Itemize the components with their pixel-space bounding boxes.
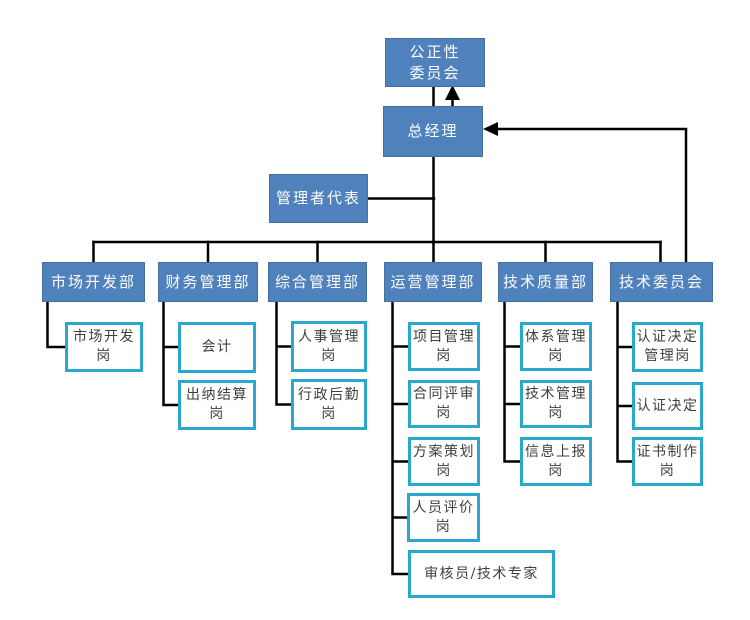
pos-label-line: 合同评审 <box>413 386 475 402</box>
node-label-line: 委员会 <box>409 63 461 82</box>
edge-col-market <box>46 300 67 349</box>
node-management-representative: 管理者代表 <box>269 174 368 223</box>
pos-label-line: 岗 <box>548 405 564 421</box>
pos-project-management-post: 项目管理 岗 <box>408 322 480 371</box>
pos-label-line: 信息上报 <box>525 443 587 460</box>
dept-label: 市场开发部 <box>50 272 136 291</box>
pos-label-line: 行政后勤 <box>298 386 360 403</box>
node-label-line: 公正性 <box>409 42 461 61</box>
dept-market-development: 市场开发部 <box>42 262 145 302</box>
pos-label-line: 岗 <box>321 347 337 364</box>
pos-hr-management-post: 人事管理 岗 <box>291 321 367 372</box>
pos-personnel-evaluation-post: 人员评价 岗 <box>407 493 480 542</box>
pos-certification-decision: 认证决定 <box>632 382 703 430</box>
pos-system-management-post: 体系管理 岗 <box>520 322 592 371</box>
pos-label-line: 认证决定 <box>636 329 699 345</box>
node-label: 管理者代表 <box>275 189 361 207</box>
pos-label-line: 技术管理 <box>525 386 587 402</box>
pos-technology-management-post: 技术管理 岗 <box>520 380 592 428</box>
pos-information-reporting-post: 信息上报 岗 <box>520 437 592 486</box>
pos-label-line: 岗 <box>96 348 112 364</box>
pos-label-line: 出纳结算 <box>186 387 248 403</box>
arrow-up-icon <box>445 85 460 100</box>
pos-cashier-settlement-post: 出纳结算 岗 <box>178 380 256 430</box>
edge-col-techcommittee <box>616 300 634 463</box>
dept-label: 运营管理部 <box>390 272 476 291</box>
dept-tech-quality: 技术质量部 <box>498 262 593 302</box>
edge-department-drops <box>92 240 662 264</box>
pos-label-line: 项目管理 <box>413 328 475 345</box>
pos-contract-review-post: 合同评审 岗 <box>408 380 480 428</box>
edge-col-techquality <box>503 300 522 463</box>
pos-scheme-planning-post: 方案策划 岗 <box>408 437 480 486</box>
node-impartiality-committee: 公正性 委员会 <box>385 38 485 87</box>
pos-label-line: 管理岗 <box>644 348 691 364</box>
pos-label-line: 岗 <box>436 462 452 479</box>
pos-label-line: 方案策划 <box>413 443 475 460</box>
dept-label: 财务管理部 <box>165 272 251 291</box>
edge-col-finance <box>162 300 180 407</box>
pos-label-line: 岗 <box>659 462 676 479</box>
pos-label-line: 岗 <box>436 347 452 364</box>
dept-general-management: 综合管理部 <box>268 262 367 302</box>
pos-label-line: 岗 <box>321 405 337 422</box>
pos-label-line: 认证决定 <box>636 397 699 414</box>
pos-label-line: 体系管理 <box>525 328 587 345</box>
node-general-manager: 总经理 <box>383 106 483 157</box>
pos-market-development-post: 市场开发 岗 <box>65 322 143 372</box>
dept-label: 技术委员会 <box>618 272 704 291</box>
pos-label-line: 证书制作 <box>636 443 699 460</box>
arrow-left-icon <box>483 122 498 136</box>
pos-auditor-technical-expert: 审核员/技术专家 <box>408 550 555 598</box>
pos-label-line: 人事管理 <box>298 328 360 345</box>
dept-label: 技术质量部 <box>502 272 588 291</box>
dept-operations-management: 运营管理部 <box>384 262 482 302</box>
pos-accountant: 会计 <box>178 322 256 373</box>
node-label: 总经理 <box>407 122 459 140</box>
edge-col-operations <box>391 300 410 576</box>
pos-label-line: 岗 <box>548 462 564 479</box>
pos-admin-logistics-post: 行政后勤 岗 <box>291 379 367 430</box>
pos-label-line: 人员评价 <box>412 499 475 516</box>
pos-label-line: 市场开发 <box>73 329 135 345</box>
pos-label-line: 岗 <box>435 518 452 535</box>
pos-label-line: 会计 <box>201 339 233 355</box>
pos-certification-decision-management-post: 认证决定 管理岗 <box>632 322 703 372</box>
dept-tech-committee: 技术委员会 <box>610 262 713 302</box>
pos-label-line: 审核员/技术专家 <box>424 565 539 582</box>
edge-techcommittee-to-gm <box>495 127 688 264</box>
dept-finance-management: 财务管理部 <box>158 262 258 302</box>
pos-label-line: 岗 <box>209 406 225 422</box>
pos-certificate-production-post: 证书制作 岗 <box>632 437 703 486</box>
dept-label: 综合管理部 <box>274 272 360 291</box>
pos-label-line: 岗 <box>548 347 564 364</box>
edge-col-general <box>275 300 293 406</box>
pos-label-line: 岗 <box>436 405 452 421</box>
